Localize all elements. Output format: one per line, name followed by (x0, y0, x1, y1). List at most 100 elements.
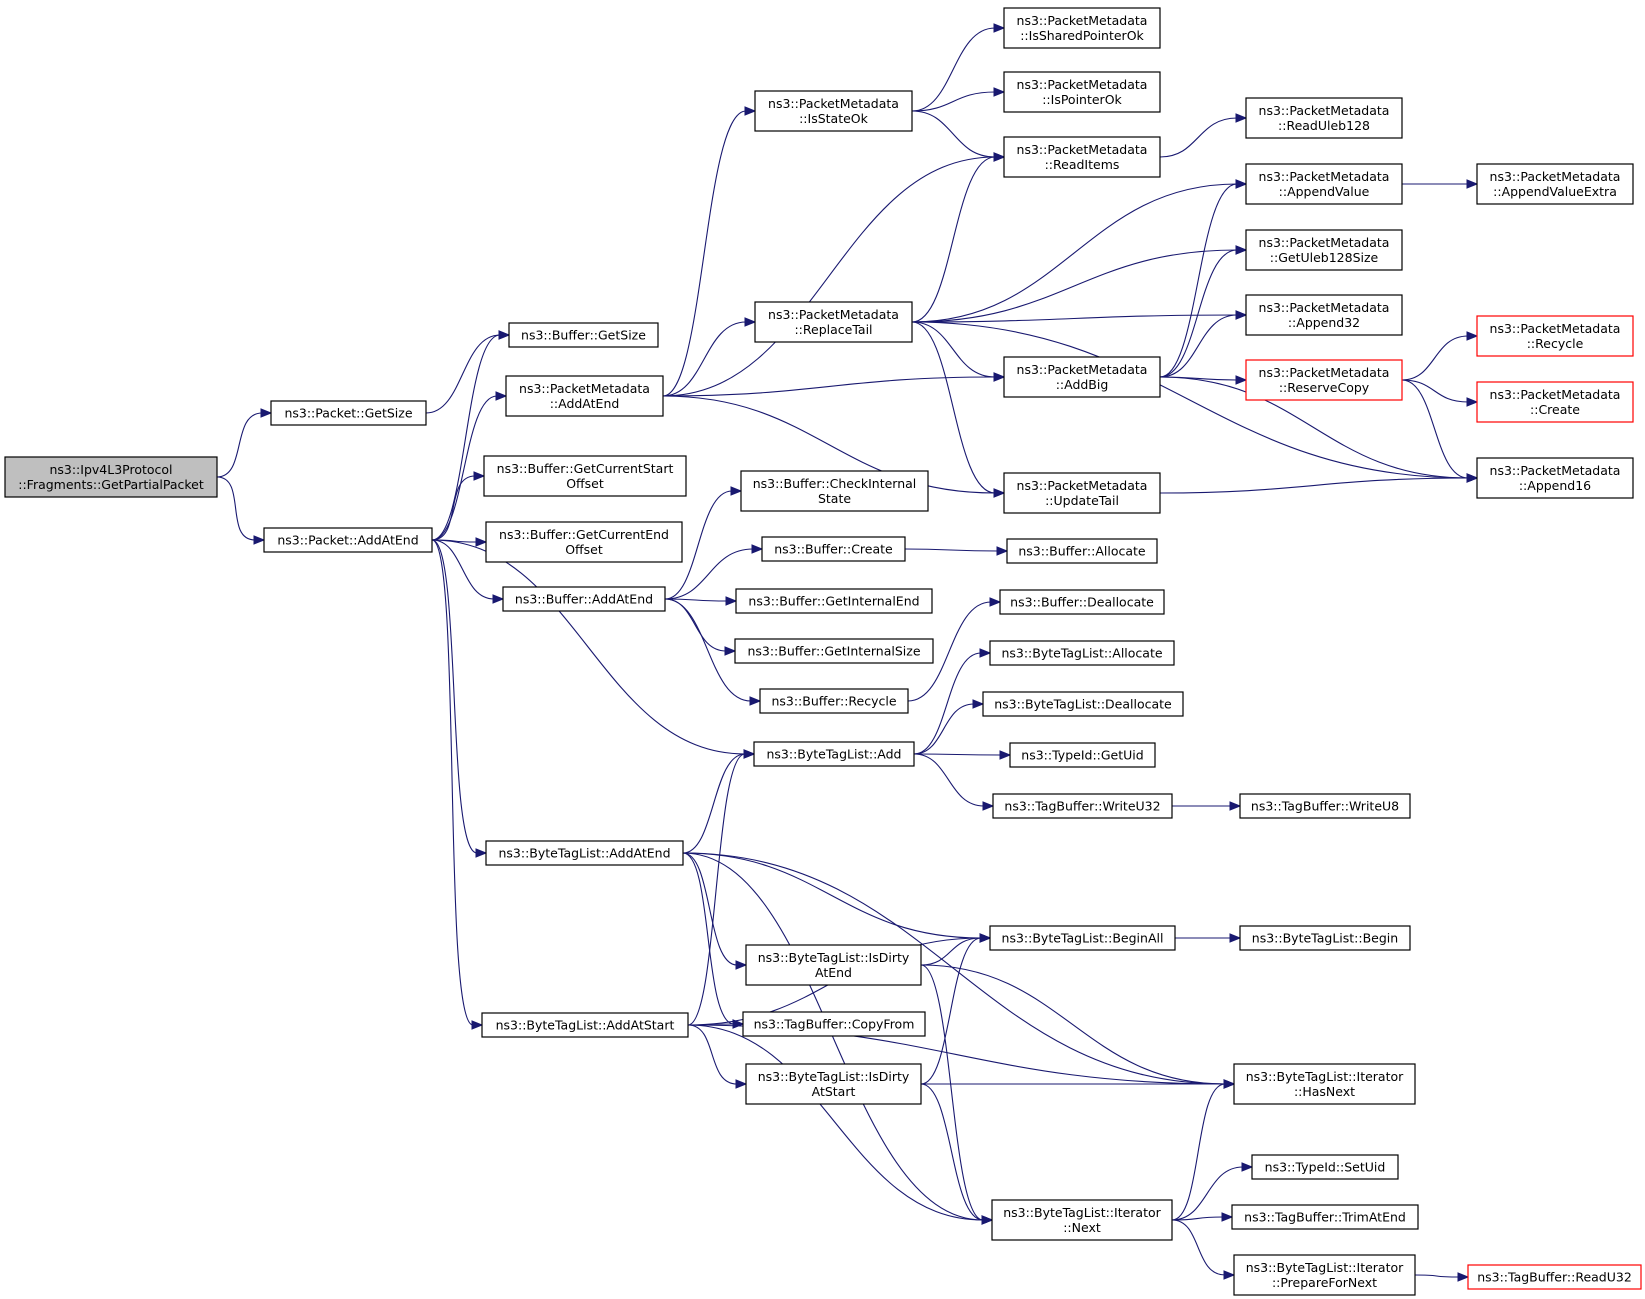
node-tb-copyfrom[interactable]: ns3::TagBuffer::CopyFrom (742, 1011, 926, 1037)
node-pm-isstateok[interactable]: ns3::PacketMetadata::IsStateOk (754, 90, 913, 132)
edge-pm_addbig-to-pm_append32 (1159, 310, 1248, 378)
node-label: ns3::TagBuffer::ReadU32 (1477, 1270, 1632, 1285)
node-pkt-addatend[interactable]: ns3::Packet::AddAtEnd (263, 527, 433, 553)
node-btl-it-next[interactable]: ns3::ByteTagList::Iterator::Next (991, 1199, 1173, 1241)
node-pkt-getsize[interactable]: ns3::Packet::GetSize (270, 400, 427, 426)
edge-btl_isdirtyatstart-to-btl_beginall (920, 933, 992, 1085)
node-pm-addatend[interactable]: ns3::PacketMetadata::AddAtEnd (505, 375, 664, 417)
node-pm-getuleb[interactable]: ns3::PacketMetadata::GetUleb128Size (1245, 229, 1403, 271)
node-buf-addatend[interactable]: ns3::Buffer::AddAtEnd (502, 586, 666, 612)
node-label: ns3::ByteTagList::IsDirty (758, 1069, 910, 1084)
edge-root-to-pkt_getsize (216, 408, 273, 478)
node-root[interactable]: ns3::Ipv4L3Protocol::Fragments::GetParti… (4, 456, 218, 498)
function-nodes: ns3::Ipv4L3Protocol::Fragments::GetParti… (4, 7, 1642, 1296)
node-label: ::IsStateOk (799, 111, 869, 126)
node-tb-writeu8[interactable]: ns3::TagBuffer::WriteU8 (1239, 793, 1411, 819)
edge-pkt_addatend-to-pm_addatend (431, 391, 508, 541)
node-pm-replacetail[interactable]: ns3::PacketMetadata::ReplaceTail (754, 301, 913, 343)
edge-btl_isdirtyatstart-to-btl_it_next (920, 1083, 994, 1225)
node-pm-append16[interactable]: ns3::PacketMetadata::Append16 (1476, 457, 1634, 499)
edge-pm_readitems-to-pm_readuleb (1159, 113, 1248, 158)
node-buf-allocate[interactable]: ns3::Buffer::Allocate (1006, 538, 1158, 564)
edge-btl_addatstart-to-btl_it_next (687, 1024, 994, 1225)
node-label: ::AddAtEnd (550, 396, 620, 411)
edge-pkt_getsize-to-buf_getsize (425, 330, 511, 414)
node-btl-deallocate[interactable]: ns3::ByteTagList::Deallocate (982, 691, 1184, 717)
node-pm-addbig[interactable]: ns3::PacketMetadata::AddBig (1003, 356, 1161, 398)
node-label: ns3::Buffer::Create (774, 542, 893, 557)
node-label: ns3::PacketMetadata (1259, 365, 1390, 380)
node-label: ns3::PacketMetadata (1490, 463, 1621, 478)
node-label: ::AppendValue (1279, 184, 1370, 199)
node-label: ns3::ByteTagList::AddAtStart (496, 1018, 675, 1033)
node-tb-writeu32[interactable]: ns3::TagBuffer::WriteU32 (992, 793, 1173, 819)
node-label: ns3::PacketMetadata (1017, 478, 1148, 493)
node-label: ns3::PacketMetadata (768, 96, 899, 111)
node-btl-it-prepare[interactable]: ns3::ByteTagList::Iterator::PrepareForNe… (1233, 1254, 1416, 1296)
node-pm-create[interactable]: ns3::PacketMetadata::Create (1476, 381, 1634, 423)
edge-pm_addatend-to-pm_replacetail (662, 317, 757, 397)
node-label: ns3::PacketMetadata (1259, 300, 1390, 315)
node-pm-append32[interactable]: ns3::PacketMetadata::Append32 (1245, 294, 1403, 336)
node-buf-getinternalend[interactable]: ns3::Buffer::GetInternalEnd (735, 588, 933, 614)
node-typeid-getuid[interactable]: ns3::TypeId::GetUid (1009, 742, 1156, 768)
node-btl-begin[interactable]: ns3::ByteTagList::Begin (1239, 925, 1411, 951)
node-pm-issharedptrok[interactable]: ns3::PacketMetadata::IsSharedPointerOk (1003, 7, 1161, 49)
node-label: ns3::Buffer::Deallocate (1010, 595, 1154, 610)
node-label: ::AddBig (1056, 377, 1109, 392)
node-pm-recycle[interactable]: ns3::PacketMetadata::Recycle (1476, 315, 1634, 357)
node-label: ns3::PacketMetadata (1259, 169, 1390, 184)
edge-btl_isdirtyatend-to-btl_it_hasnext (920, 964, 1236, 1089)
edge-pm_isstateok-to-pm_readitems (911, 110, 1006, 162)
node-tb-trimatend[interactable]: ns3::TagBuffer::TrimAtEnd (1231, 1204, 1419, 1230)
edge-pm_updatetail-to-pm_append16 (1159, 473, 1479, 494)
node-label: ns3::Buffer::GetInternalEnd (748, 594, 919, 609)
node-tb-readu32[interactable]: ns3::TagBuffer::ReadU32 (1467, 1264, 1642, 1290)
node-label: ::GetUleb128Size (1270, 250, 1379, 265)
node-buf-getsize[interactable]: ns3::Buffer::GetSize (508, 322, 659, 348)
node-pm-appendvalueextra[interactable]: ns3::PacketMetadata::AppendValueExtra (1476, 163, 1634, 205)
node-btl-beginall[interactable]: ns3::ByteTagList::BeginAll (989, 925, 1176, 951)
node-label: ::UpdateTail (1045, 493, 1119, 508)
node-btl-addatstart[interactable]: ns3::ByteTagList::AddAtStart (481, 1012, 689, 1038)
edge-pm_appendvalue-to-pm_appendvalueextra (1402, 179, 1479, 189)
node-label: State (818, 491, 851, 506)
node-label: ns3::ByteTagList::Add (766, 747, 901, 762)
node-buf-deallocate[interactable]: ns3::Buffer::Deallocate (999, 589, 1165, 615)
node-btl-it-hasnext[interactable]: ns3::ByteTagList::Iterator::HasNext (1233, 1063, 1416, 1105)
node-label: ::ReadUleb128 (1278, 118, 1370, 133)
edge-pkt_addatend-to-buf_getsize (431, 330, 511, 541)
node-typeid-setuid[interactable]: ns3::TypeId::SetUid (1251, 1154, 1399, 1180)
node-pm-readitems[interactable]: ns3::PacketMetadata::ReadItems (1003, 136, 1161, 178)
node-btl-addatend[interactable]: ns3::ByteTagList::AddAtEnd (485, 840, 684, 866)
node-btl-allocate[interactable]: ns3::ByteTagList::Allocate (989, 640, 1175, 666)
node-buf-getinternalsize[interactable]: ns3::Buffer::GetInternalSize (734, 638, 934, 664)
edge-btl_add-to-btl_allocate (913, 648, 992, 755)
node-btl-add[interactable]: ns3::ByteTagList::Add (753, 741, 915, 767)
node-pm-readuleb[interactable]: ns3::PacketMetadata::ReadUleb128 (1245, 97, 1403, 139)
node-label: ::Fragments::GetPartialPacket (18, 477, 204, 492)
node-pm-reservecopy[interactable]: ns3::PacketMetadata::ReserveCopy (1245, 359, 1403, 401)
edge-pkt_addatend-to-buf_addatend (431, 539, 505, 604)
node-label: ::Recycle (1527, 336, 1584, 351)
node-label: ns3::Buffer::GetCurrentStart (497, 461, 674, 476)
edge-pm_replacetail-to-pm_append16 (911, 321, 1479, 483)
node-label: ::IsSharedPointerOk (1020, 28, 1144, 43)
node-buf-create[interactable]: ns3::Buffer::Create (761, 536, 906, 562)
node-pm-updatetail[interactable]: ns3::PacketMetadata::UpdateTail (1003, 472, 1161, 514)
edge-pm_reservecopy-to-pm_create (1401, 379, 1479, 407)
node-pm-isptrok[interactable]: ns3::PacketMetadata::IsPointerOk (1003, 71, 1161, 113)
node-label: ::HasNext (1294, 1084, 1355, 1099)
node-label: ns3::ByteTagList::AddAtEnd (499, 846, 671, 861)
node-label: ns3::PacketMetadata (1490, 321, 1621, 336)
node-buf-recycle[interactable]: ns3::Buffer::Recycle (759, 688, 909, 714)
node-label: ns3::ByteTagList::Iterator (1003, 1205, 1161, 1220)
edge-tb_writeu32-to-tb_writeu8 (1172, 801, 1242, 811)
node-pm-appendvalue[interactable]: ns3::PacketMetadata::AppendValue (1245, 163, 1403, 205)
node-label: ns3::TypeId::GetUid (1021, 748, 1143, 763)
